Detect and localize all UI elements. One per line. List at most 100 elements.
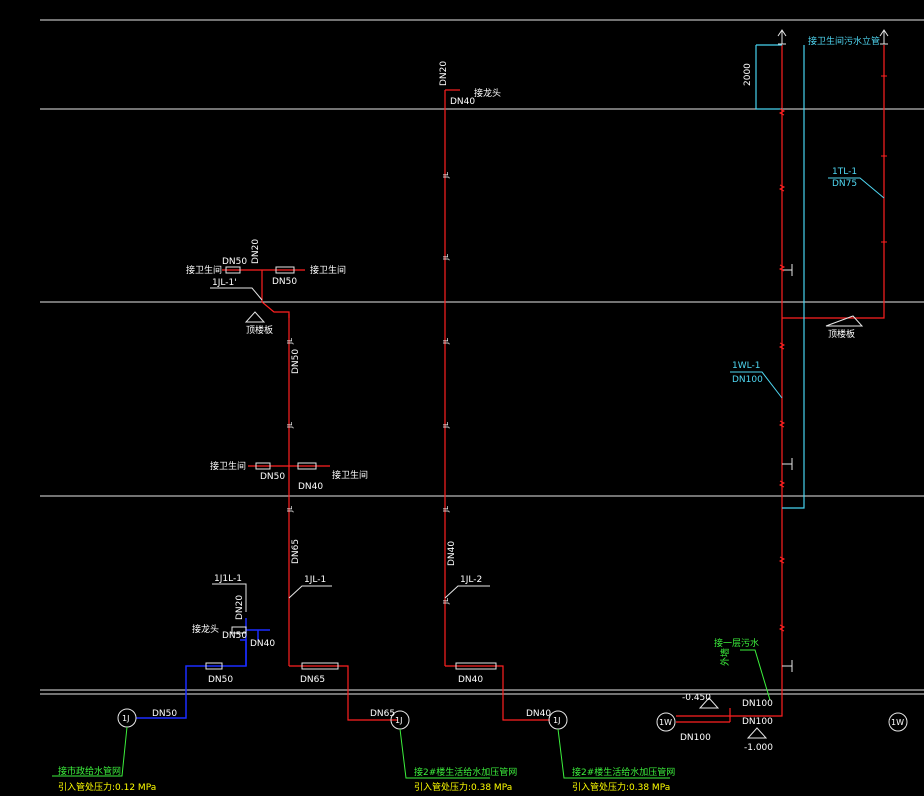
label-dn75: DN75 <box>832 179 857 189</box>
label-dn20-b: DN20 <box>235 595 245 620</box>
meter-circle-4 <box>656 712 676 732</box>
label-dn50-riser: DN50 <box>291 349 301 374</box>
circle-label-2: 1J <box>395 716 402 725</box>
meter-circle-5 <box>888 712 908 732</box>
label-riser-1j1l1: 1J1L-1 <box>214 574 242 584</box>
yellow-notes: 引入管处压力:0.12 MPa 引入管处压力:0.38 MPa 引入管处压力:0… <box>58 781 670 793</box>
label-dn40-riser: DN40 <box>447 541 457 566</box>
valve-icon <box>225 266 241 274</box>
leader-lines <box>52 649 771 779</box>
riser-wave-mark <box>778 556 786 564</box>
note-2-pressure: 引入管处压力:0.38 MPa <box>414 781 512 793</box>
riser-jl-mark: JL <box>442 506 450 513</box>
leader-1wl1 <box>730 371 783 399</box>
vent-riser <box>800 45 885 319</box>
vent-tee-mark <box>881 241 887 246</box>
label-dn40-c: DN40 <box>298 482 323 492</box>
level-triangle-icon <box>746 727 768 739</box>
annot-drain-note2: 外墙 <box>719 648 731 666</box>
floor-lines <box>40 19 924 695</box>
circle-label-1: 1J <box>122 714 129 723</box>
riser-wave-mark <box>778 108 786 116</box>
leader-1jl2 <box>444 585 490 599</box>
label-riser-1jl1: 1JL-1 <box>304 575 326 585</box>
annot-fixture-left2: 接卫生间 <box>210 460 246 472</box>
vent-stack <box>755 44 805 509</box>
level-symbols <box>244 311 864 739</box>
label-riser-1tl1: 1TL-1 <box>832 167 857 177</box>
riser-jl-mark: JL <box>286 422 294 429</box>
label-dn40-e: DN40 <box>458 675 483 685</box>
label-dn65-riser: DN65 <box>291 539 301 564</box>
vent-cap-right-icon <box>879 29 889 45</box>
supply-pipes <box>222 45 885 723</box>
level-triangle-icon <box>244 311 266 323</box>
valves <box>205 266 497 670</box>
leader-1jl1 <box>288 585 332 599</box>
cleanout-marks <box>782 264 793 672</box>
label-height-2000: 2000 <box>743 63 753 86</box>
circle-label-3: 1J <box>553 716 560 725</box>
city-pipes <box>136 618 270 719</box>
riser-1jl1-top <box>261 270 290 318</box>
green-notes: 接一层污水 外墙 接市政给水管网 接2#楼生活给水加压管网 接2#楼生活给水加压… <box>58 637 759 778</box>
vent-caps <box>777 29 889 45</box>
valve-icon <box>255 462 271 470</box>
label-dn100-b: DN100 <box>742 717 773 727</box>
annot-fixture-right1: 接卫生间 <box>310 264 346 276</box>
note-2-title: 接2#楼生活给水加压管网 <box>414 766 517 778</box>
riser-jl-mark: JL <box>442 338 450 345</box>
annot-fixture-top: 接龙头 <box>474 87 501 99</box>
note-1-title: 接市政给水管网 <box>58 765 121 777</box>
label-riser-1jl2: 1JL-2 <box>460 575 482 585</box>
label-dn50-c: DN50 <box>260 472 285 482</box>
circle-label-5: 1W <box>891 718 904 727</box>
label-dn50-e: DN50 <box>208 675 233 685</box>
label-dn65-f: DN65 <box>370 709 395 719</box>
riser-wave-mark <box>778 480 786 488</box>
riser-wave-mark <box>778 624 786 632</box>
riser-jl-mark: JL <box>442 172 450 179</box>
riser-wave-mark <box>778 184 786 192</box>
annot-fixture-right2: 接卫生间 <box>332 469 368 481</box>
label-dn40-d: DN40 <box>250 639 275 649</box>
riser-jl-mark: JL <box>442 254 450 261</box>
valve-icon <box>205 662 223 670</box>
vent-cap-left-icon <box>777 29 787 45</box>
label-elev-2: -1.000 <box>744 743 773 753</box>
riser-jl-mark: JL <box>286 338 294 345</box>
leader-1tl1 <box>828 177 885 199</box>
inlet-dn40 <box>445 665 550 721</box>
cleanout-icon <box>782 264 793 276</box>
riser-wave-mark <box>778 264 786 272</box>
cleanout-icon <box>782 660 793 672</box>
label-leaders <box>210 287 490 612</box>
cleanout-icon <box>782 458 793 470</box>
cyan-labels: 接卫生间污水立管 1TL-1 DN75 1WL-1 DN100 <box>732 35 880 385</box>
drain-out <box>676 706 783 717</box>
annot-floor-level: 顶楼板 <box>246 324 273 336</box>
label-riser-1wl1: 1WL-1 <box>732 361 760 371</box>
annot-drain-note: 接一层污水 <box>714 637 759 649</box>
vent-tee-mark <box>881 155 887 160</box>
leader-1 <box>52 726 128 777</box>
annot-floor-level-right: 顶楼板 <box>828 328 855 340</box>
riser-jl-mark: JL <box>442 598 450 605</box>
leader-3 <box>557 728 670 779</box>
label-dn20-top: DN20 <box>439 61 449 86</box>
valve-icon <box>455 662 497 670</box>
level-triangle-icon <box>698 697 720 709</box>
vent-tee-mark <box>881 75 887 80</box>
label-dn65-e: DN65 <box>300 675 325 685</box>
annot-fixture-low: 接龙头 <box>192 623 219 635</box>
white-labels: DN20 DN40 接龙头 DN50 DN20 DN50 接卫生间 接卫生间 1… <box>122 61 904 753</box>
riser-wave-mark <box>778 420 786 428</box>
label-dn20-a: DN20 <box>251 239 261 264</box>
note-3-pressure: 引入管处压力:0.38 MPa <box>572 781 670 793</box>
note-3-title: 接2#楼生活给水加压管网 <box>572 766 675 778</box>
label-dn100-c: DN100 <box>680 733 711 743</box>
label-dn100-a: DN100 <box>742 699 773 709</box>
annot-fixture-left1: 接卫生间 <box>186 264 222 276</box>
valve-icon <box>297 462 317 470</box>
